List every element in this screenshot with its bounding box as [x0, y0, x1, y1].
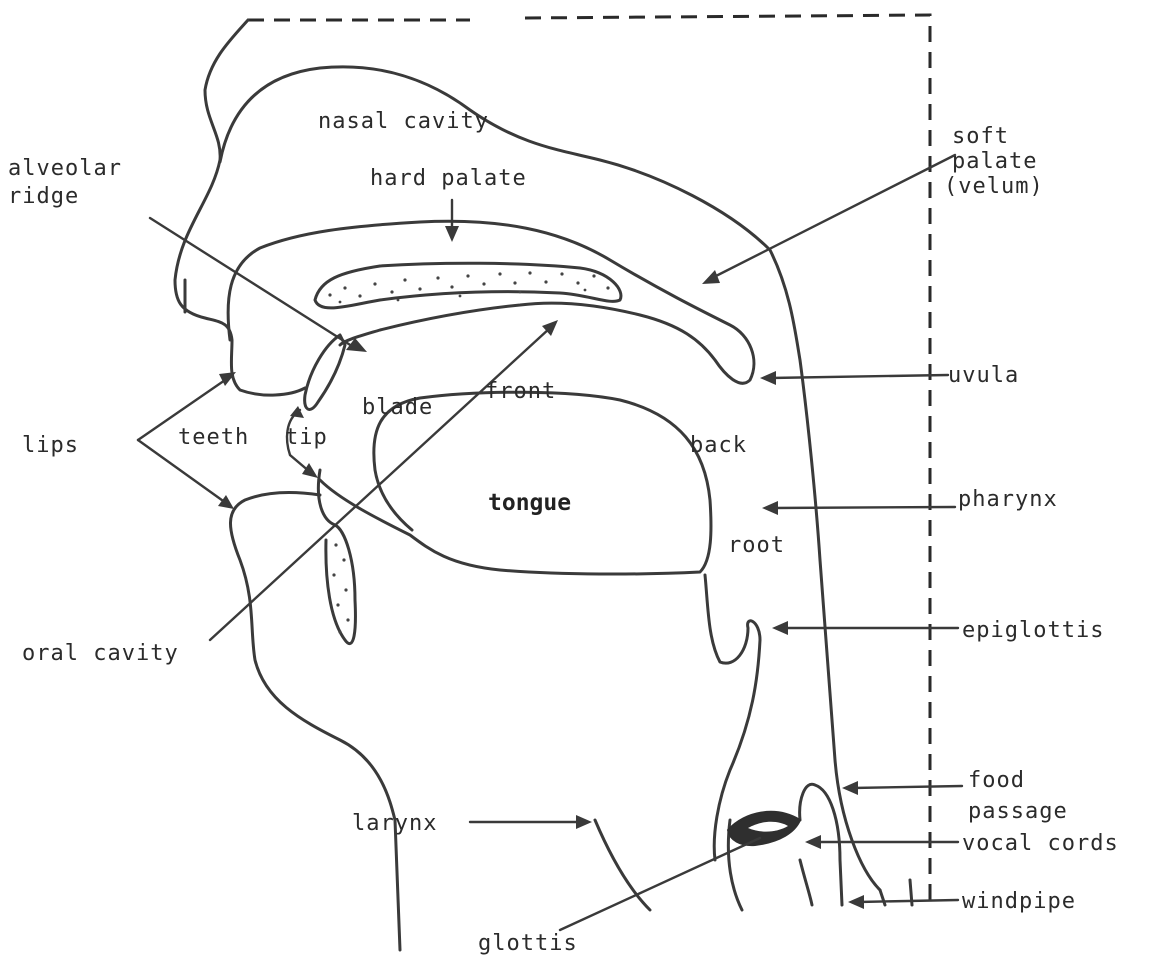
- label-tip: tip: [285, 425, 328, 450]
- lips-arrowhead-lower: [218, 495, 234, 509]
- label-food-passage-line1: food: [968, 768, 1025, 793]
- pharynx-pointer: [772, 507, 955, 508]
- food-passage-pointer: [852, 786, 962, 788]
- label-nasal-cavity: nasal cavity: [318, 109, 489, 134]
- tip-arrowhead-top: [290, 406, 304, 418]
- label-glottis: glottis: [478, 931, 578, 956]
- windpipe-wall: [800, 860, 812, 905]
- windpipe-pointer: [858, 900, 958, 902]
- palate-outline: [228, 221, 754, 383]
- vocal-cords-arrowhead: [805, 835, 821, 849]
- uvula-pointer: [770, 375, 948, 378]
- soft-palate-arrowhead: [702, 270, 720, 284]
- label-front: front: [485, 379, 556, 404]
- label-epiglottis: epiglottis: [962, 618, 1104, 643]
- label-alveolar-ridge-line1: alveolar: [8, 156, 122, 181]
- label-blade: blade: [362, 395, 433, 420]
- dashed-frame: [248, 15, 930, 905]
- soft-palate-pointer: [712, 155, 955, 278]
- hard-palate-bone: [315, 263, 621, 308]
- label-back: back: [690, 433, 747, 458]
- label-windpipe: windpipe: [962, 889, 1076, 914]
- label-soft-palate-line3: (velum): [944, 174, 1044, 199]
- label-alveolar-ridge-line2: ridge: [8, 184, 79, 209]
- glottis-pointer: [560, 838, 760, 930]
- larynx-front: [595, 820, 650, 910]
- tip-arrowhead: [302, 463, 318, 478]
- upper-tooth: [305, 335, 345, 409]
- epiglottis-arrowhead: [772, 621, 788, 635]
- label-food-passage-line2: passage: [968, 799, 1068, 824]
- label-oral-cavity: oral cavity: [22, 641, 179, 666]
- windpipe-arrowhead: [848, 895, 864, 909]
- label-root: root: [728, 533, 785, 558]
- label-pharynx: pharynx: [958, 487, 1058, 512]
- hard-palate-arrowhead: [445, 226, 459, 242]
- hard-palate-stipple: [328, 271, 609, 303]
- label-soft-palate-line2: palate: [952, 149, 1037, 174]
- label-lips: lips: [22, 433, 79, 458]
- pharynx-arrowhead: [762, 501, 778, 515]
- label-vocal-cords: vocal cords: [962, 831, 1119, 856]
- food-passage-arrowhead: [842, 781, 858, 795]
- oral-cavity-pointer: [210, 328, 550, 640]
- label-soft-palate-line1: soft: [952, 124, 1009, 149]
- chin-neck-outline: [230, 493, 400, 950]
- label-larynx: larynx: [352, 811, 437, 836]
- label-tongue: tongue: [488, 490, 571, 516]
- uvula-arrowhead: [760, 371, 776, 385]
- label-teeth: teeth: [178, 425, 249, 450]
- larynx-arrowhead: [576, 815, 592, 829]
- label-hard-palate: hard palate: [370, 166, 527, 191]
- label-uvula: uvula: [948, 363, 1019, 388]
- lower-tooth: [318, 470, 355, 644]
